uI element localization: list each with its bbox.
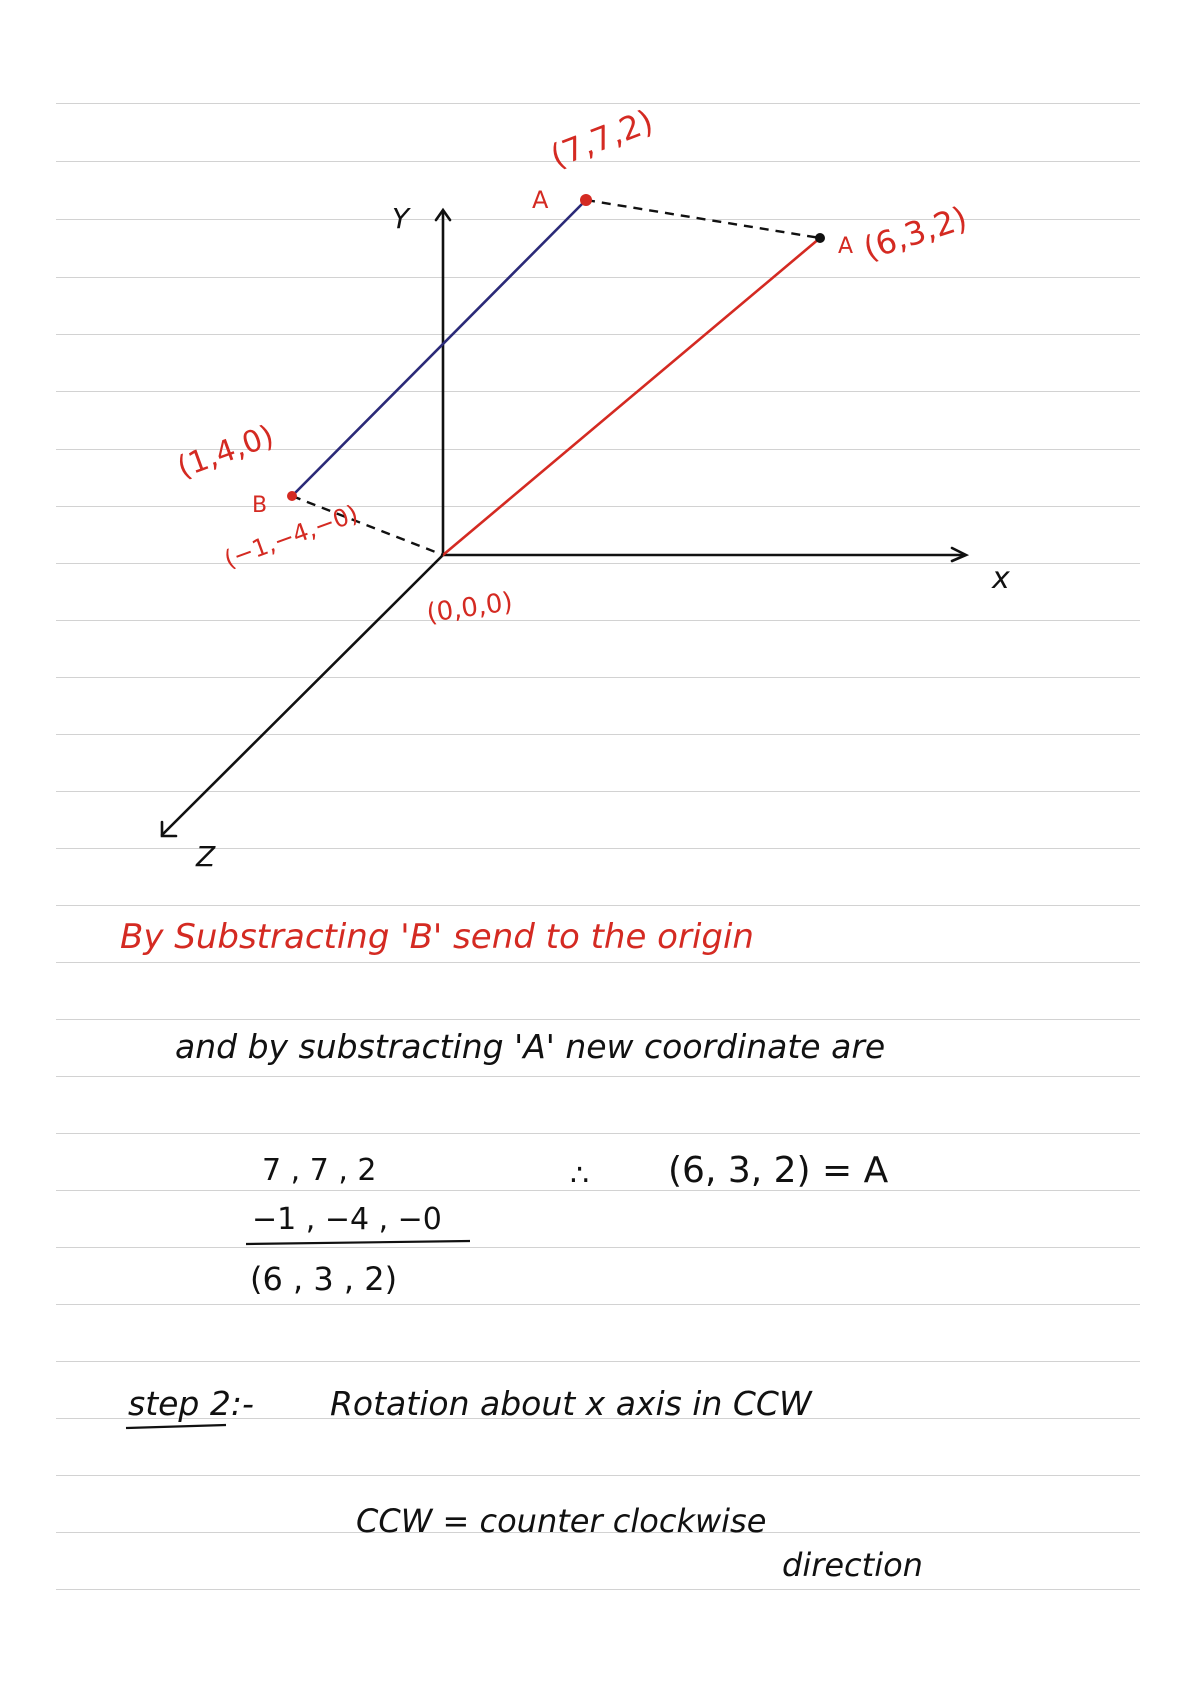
ruled-line (56, 391, 1140, 392)
x-axis-label: x (991, 561, 1010, 596)
point-A-label: A (532, 186, 549, 214)
ruled-line (56, 1019, 1140, 1020)
point-A-new-coords: (6,3,2) (859, 199, 972, 268)
ruled-line (56, 1532, 1140, 1533)
x-arrow-head (950, 546, 970, 563)
translation-dash-A (585, 198, 821, 240)
ruled-line (56, 103, 1140, 104)
calc-row-2: −1 , −4 , −0 (252, 1202, 442, 1237)
ruled-line (56, 734, 1140, 735)
calc-result: (6 , 3 , 2) (250, 1260, 397, 1298)
calc-row-1: 7 , 7 , 2 (262, 1153, 376, 1188)
axes (160, 207, 970, 838)
point-B-negated: (−1,−4,−0) (220, 499, 361, 573)
ccw-definition-line-2: direction (782, 1546, 923, 1584)
z-axis (160, 553, 445, 837)
origin-label: (0,0,0) (425, 587, 515, 629)
ruled-line (56, 905, 1140, 906)
ruled-line (56, 848, 1140, 849)
point-A-new (815, 233, 825, 243)
calc-sum-line (245, 1239, 471, 1246)
point-A-coords: (7,7,2) (545, 102, 658, 176)
y-axis-label: Y (392, 202, 411, 235)
step-label: step 2:- (128, 1384, 254, 1423)
point-A-new-label: A (838, 234, 853, 259)
ruled-line (56, 1190, 1140, 1191)
z-axis-label: Z (195, 840, 216, 873)
z-arrow-head (160, 820, 178, 838)
segment-origin-A-new (441, 236, 822, 557)
ccw-definition-line-1: CCW = counter clockwise (356, 1502, 766, 1540)
ruled-line (56, 620, 1140, 621)
step-underline (125, 1423, 227, 1430)
point-B-coords: (1,4,0) (173, 419, 279, 486)
point-B-label: B (252, 493, 267, 518)
ruled-line (56, 1589, 1140, 1590)
ruled-line (56, 1076, 1140, 1077)
ruled-line (56, 219, 1140, 220)
step-text: Rotation about x axis in CCW (330, 1384, 813, 1423)
point-A-original (580, 194, 592, 206)
ruled-line (56, 962, 1140, 963)
ruled-line (56, 677, 1140, 678)
ruled-line (56, 277, 1140, 278)
note-line-1: By Substracting 'B' send to the origin (120, 917, 754, 957)
ruled-line (56, 1361, 1140, 1362)
therefore-symbol: ∴ (570, 1158, 589, 1193)
ruled-line (56, 563, 1140, 564)
segment-BA-original (290, 198, 588, 498)
ruled-line (56, 1418, 1140, 1419)
y-arrow-head (434, 207, 452, 222)
ruled-line (56, 791, 1140, 792)
ruled-line (56, 1304, 1140, 1305)
conclusion: (6, 3, 2) = A (668, 1150, 889, 1191)
point-B (287, 491, 297, 501)
translation-dash-B (291, 494, 444, 557)
ruled-line (56, 1133, 1140, 1134)
ruled-line (56, 161, 1140, 162)
ruled-line (56, 334, 1140, 335)
ruled-line (56, 1247, 1140, 1248)
note-line-2: and by substracting 'A' new coordinate a… (175, 1027, 885, 1066)
ruled-line (56, 449, 1140, 450)
ruled-line (56, 506, 1140, 507)
ruled-line (56, 1475, 1140, 1476)
